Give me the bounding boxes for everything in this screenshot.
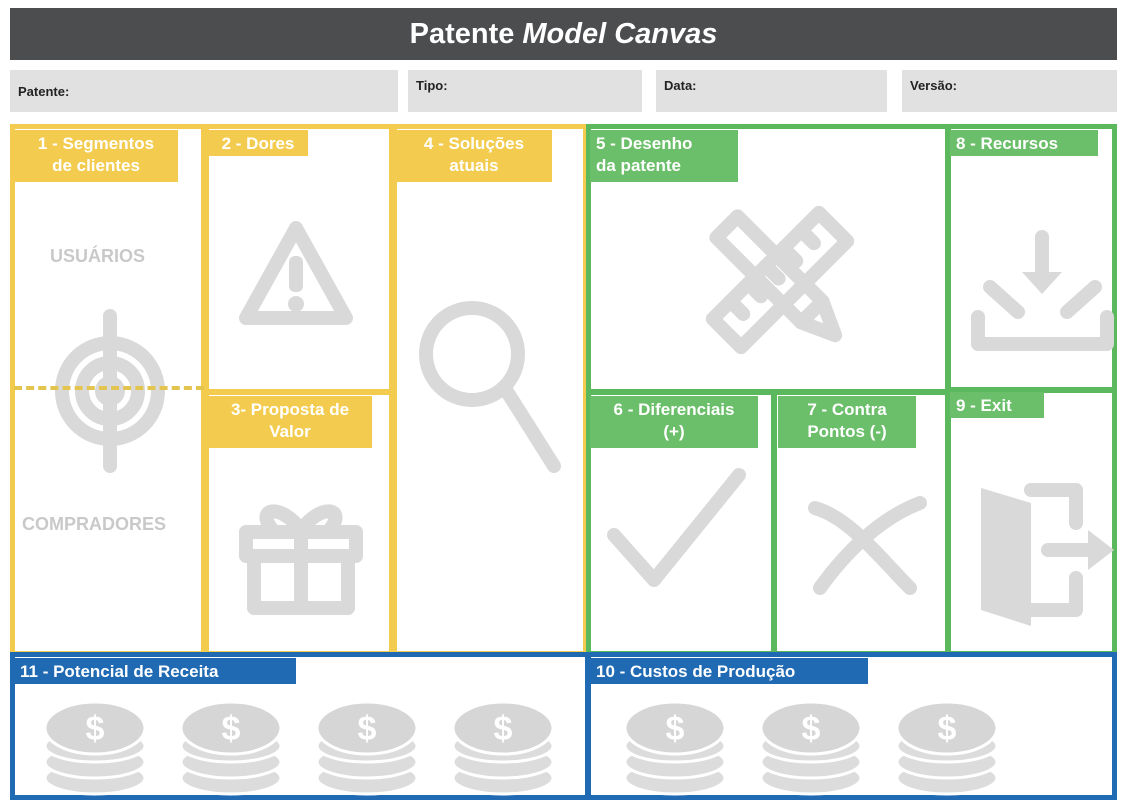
pencil-ruler-icon (705, 205, 855, 355)
dollar-sign-icon: $ (938, 710, 957, 748)
diferenciais-label-line2: (+) (663, 422, 685, 441)
exit-door-icon (981, 483, 1114, 626)
exit-label: 9 - Exit (950, 392, 1044, 418)
segmentos-divider (14, 386, 204, 390)
proposta-label-line2: Valor (269, 422, 311, 441)
solucoes-label-line2: atuais (449, 156, 499, 175)
data-label: Data: (664, 78, 697, 93)
dollar-sign-icon: $ (494, 710, 513, 748)
dores-label: 2 - Dores (208, 130, 308, 156)
diferenciais-label-line1: 6 - Diferenciais (613, 400, 735, 419)
versao-field[interactable]: Versão: (902, 70, 1117, 112)
usuarios-text: USUÁRIOS (50, 246, 146, 266)
proposta-label-line1: 3- Proposta de (230, 400, 350, 419)
versao-label: Versão: (910, 78, 957, 93)
proposta-label: 3- Proposta de Valor (208, 396, 372, 448)
dores-block (204, 124, 394, 394)
receita-label: 11 - Potencial de Receita (14, 658, 296, 684)
patente-label: Patente: (18, 84, 70, 99)
coin-stack-icon: $ (451, 700, 555, 796)
coin-stack-icon: $ (759, 700, 863, 796)
recursos-label: 8 - Recursos (950, 130, 1098, 156)
warning-icon (239, 221, 353, 325)
segmentos-label: 1 - Segmentos de clientes (14, 130, 178, 182)
dollar-sign-icon: $ (666, 710, 685, 748)
dollar-sign-icon: $ (358, 710, 377, 748)
coin-stack-icon: $ (179, 700, 283, 796)
contra-label: 7 - Contra Pontos (-) (778, 396, 916, 448)
tipo-label: Tipo: (416, 78, 448, 93)
desenho-label: 5 - Desenho da patente (590, 130, 738, 182)
segmentos-label-line2: de clientes (52, 156, 140, 175)
title-main: Patente (409, 17, 515, 50)
dollar-sign-icon: $ (802, 710, 821, 748)
data-field[interactable]: Data: (656, 70, 887, 112)
tipo-field[interactable]: Tipo: (408, 70, 642, 112)
diferenciais-label: 6 - Diferenciais (+) (590, 396, 758, 448)
solucoes-label: 4 - Soluções atuais (396, 130, 552, 182)
x-mark-icon (808, 496, 927, 595)
page-title: Patente Model Canvas (10, 8, 1117, 60)
download-tray-icon (971, 230, 1114, 351)
contra-label-line2: Pontos (-) (807, 422, 887, 441)
contra-label-line1: 7 - Contra (807, 400, 887, 419)
target-icon (55, 309, 165, 473)
dollar-sign-icon: $ (86, 710, 105, 748)
coin-stack-icon: $ (43, 700, 147, 796)
solucoes-label-line1: 4 - Soluções (423, 134, 525, 153)
coin-stack-icon: $ (895, 700, 999, 796)
desenho-label-line1: 5 - Desenho (596, 134, 693, 153)
custos-label: 10 - Custos de Produção (590, 658, 868, 684)
gift-icon (239, 504, 363, 615)
magnifier-icon (419, 301, 561, 473)
dollar-sign-icon: $ (222, 710, 241, 748)
compradores-text: COMPRADORES (22, 514, 167, 534)
coin-stack-icon: $ (315, 700, 419, 796)
title-italic: Model Canvas (522, 17, 718, 50)
segmentos-label-line1: 1 - Segmentos (37, 134, 155, 153)
desenho-label-line2: da patente (596, 156, 682, 175)
coin-stack-icon: $ (623, 700, 727, 796)
checkmark-icon (607, 468, 746, 587)
patente-field[interactable]: Patente: (10, 70, 398, 112)
